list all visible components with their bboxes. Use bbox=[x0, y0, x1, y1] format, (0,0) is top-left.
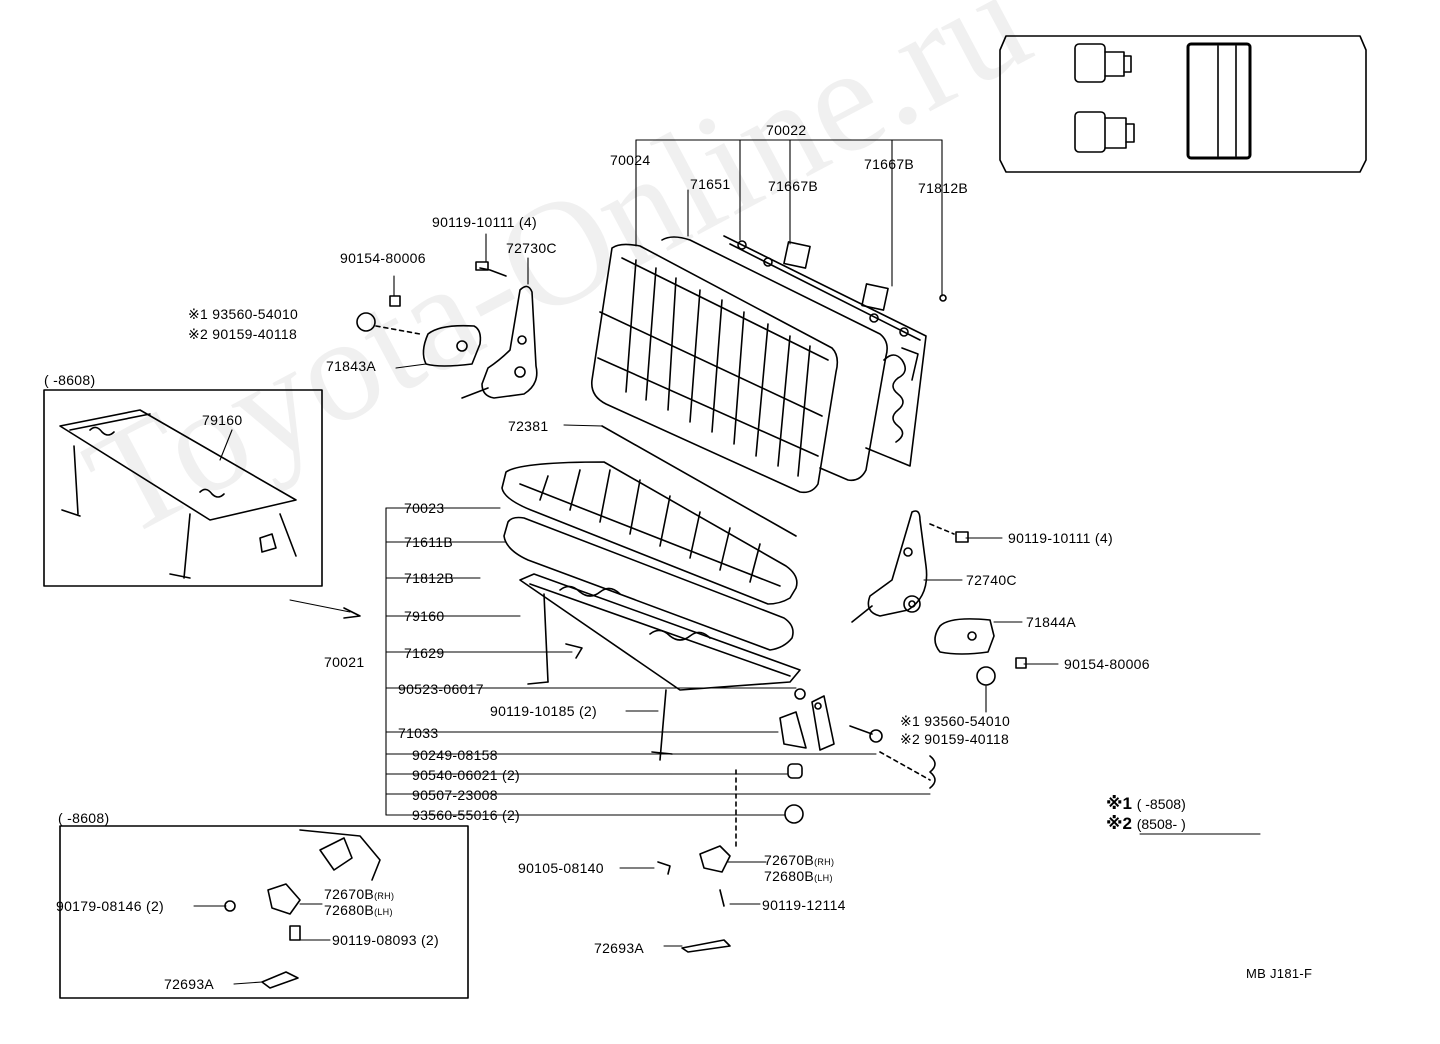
label-72670b-inset: 72670B(RH) bbox=[324, 886, 394, 904]
label-72670b-side: (RH) bbox=[814, 857, 835, 867]
label-71667b-1: 71667B bbox=[864, 156, 915, 172]
label-72693a: 72693A bbox=[594, 940, 645, 956]
leg-hardware bbox=[657, 688, 936, 953]
hinge-lower bbox=[851, 510, 969, 623]
hinge-upper bbox=[461, 261, 538, 399]
label-90179-08146: 90179-08146 (2) bbox=[56, 898, 165, 914]
seat-back-board bbox=[661, 236, 888, 482]
label-72680b-code: 72680B bbox=[764, 868, 815, 884]
cover-left bbox=[422, 324, 482, 367]
label-93560-55016: 93560-55016 (2) bbox=[412, 807, 521, 823]
inset-bracket-box bbox=[59, 825, 469, 999]
label-72381: 72381 bbox=[508, 418, 549, 434]
footer-code: MB J181-F bbox=[1246, 966, 1313, 981]
seat-back bbox=[590, 243, 839, 494]
label-72670b-inset-code: 72670B bbox=[324, 886, 375, 902]
label-70021: 70021 bbox=[324, 654, 365, 670]
label-90119-10111-right: 90119-10111 (4) bbox=[1008, 530, 1113, 546]
label-72730c: 72730C bbox=[506, 240, 557, 256]
label-90507-23008: 90507-23008 bbox=[412, 787, 498, 803]
label-71033: 71033 bbox=[398, 725, 439, 741]
label-90119-12114: 90119-12114 bbox=[762, 897, 846, 913]
label-90159-40118-left: ※2 90159-40118 bbox=[188, 326, 298, 342]
cover-right bbox=[934, 618, 995, 655]
label-71629: 71629 bbox=[404, 645, 445, 661]
inset-bracket-range: ( -8608) bbox=[58, 810, 110, 826]
label-71843a: 71843A bbox=[326, 358, 377, 374]
label-72680b-side: (LH) bbox=[814, 873, 833, 883]
label-70023: 70023 bbox=[404, 500, 445, 516]
label-90540-06021: 90540-06021 (2) bbox=[412, 767, 521, 783]
label-79160: 79160 bbox=[404, 608, 445, 624]
label-72740c: 72740C bbox=[966, 572, 1017, 588]
label-90154-80006-left: 90154-80006 bbox=[340, 250, 426, 266]
inset-frame-box bbox=[43, 389, 361, 619]
spring-wire bbox=[601, 425, 797, 537]
label-90154-80006-right: 90154-80006 bbox=[1064, 656, 1150, 672]
seat-cushion bbox=[501, 461, 798, 605]
label-90105-08140: 90105-08140 bbox=[518, 860, 604, 876]
note-2: ※2 (8508- ) bbox=[1106, 814, 1186, 834]
inset-frame-range: ( -8608) bbox=[44, 372, 96, 388]
cushion-frame bbox=[519, 573, 801, 761]
label-72693a-inset: 72693A bbox=[164, 976, 215, 992]
label-72680b-inset-code: 72680B bbox=[324, 902, 375, 918]
cushion-pad bbox=[503, 516, 794, 651]
label-72680b-inset-side: (LH) bbox=[374, 907, 393, 917]
label-71651: 71651 bbox=[690, 176, 731, 192]
note-1-range: ( -8508) bbox=[1136, 796, 1186, 812]
label-72670b: 72670B(RH) bbox=[764, 852, 834, 870]
label-71667b-2: 71667B bbox=[768, 178, 819, 194]
label-93560-54010-right: ※1 93560-54010 bbox=[900, 713, 1011, 729]
label-70024: 70024 bbox=[610, 152, 651, 168]
label-79160-inset: 79160 bbox=[202, 412, 243, 428]
label-71611b: 71611B bbox=[404, 534, 454, 550]
note-2-mark: ※2 bbox=[1106, 814, 1132, 833]
note-1-mark: ※1 bbox=[1106, 794, 1132, 813]
label-90119-10185: 90119-10185 (2) bbox=[490, 703, 597, 719]
label-71812b-top: 71812B bbox=[918, 180, 969, 196]
leader-lines bbox=[193, 139, 1261, 985]
vehicle-locator-inset bbox=[999, 35, 1367, 173]
label-71844a: 71844A bbox=[1026, 614, 1077, 630]
label-72670b-code: 72670B bbox=[764, 852, 815, 868]
label-72680b: 72680B(LH) bbox=[764, 868, 833, 886]
label-93560-54010-left: ※1 93560-54010 bbox=[188, 306, 299, 322]
note-2-range: (8508- ) bbox=[1136, 816, 1186, 832]
label-90119-08093: 90119-08093 (2) bbox=[332, 932, 439, 948]
label-90249-08158: 90249-08158 bbox=[412, 747, 498, 763]
label-90523-06017: 90523-06017 bbox=[398, 681, 484, 697]
label-72680b-inset: 72680B(LH) bbox=[324, 902, 393, 920]
label-70022: 70022 bbox=[766, 122, 807, 138]
label-90119-10111-top: 90119-10111 (4) bbox=[432, 214, 537, 230]
note-1: ※1 ( -8508) bbox=[1106, 794, 1186, 814]
label-72670b-inset-side: (RH) bbox=[374, 891, 395, 901]
label-71812b-mid: 71812B bbox=[404, 570, 455, 586]
label-90159-40118-right: ※2 90159-40118 bbox=[900, 731, 1010, 747]
seat-back-frame bbox=[723, 235, 947, 467]
